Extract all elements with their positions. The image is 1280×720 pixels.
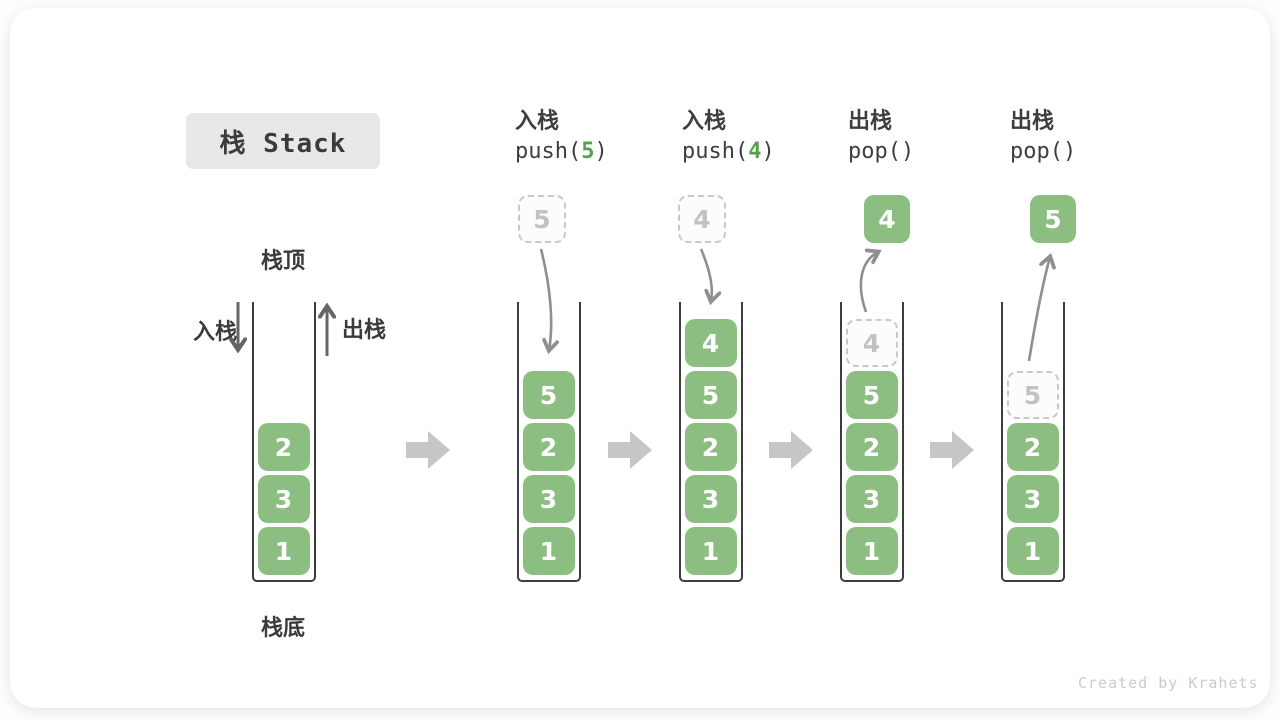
- op-code-code-suffix: ): [761, 139, 775, 164]
- op-code-pop-5: pop(): [1010, 139, 1076, 164]
- op-label-pop-5: 出栈: [1010, 109, 1055, 134]
- diagram-title: 栈 Stack: [186, 113, 380, 169]
- incoming-element: 5: [518, 195, 566, 243]
- stack-cell: 5: [522, 371, 575, 419]
- stack-container-0: [251, 302, 316, 582]
- op-code-code-suffix: ): [1062, 139, 1077, 164]
- stack-top-label: 栈顶: [260, 249, 306, 274]
- op-code-pop-4: pop(): [848, 139, 914, 164]
- stack-cell: 2: [845, 423, 898, 471]
- op-code-push-5: push(5): [515, 139, 608, 164]
- op-code-code-prefix: push(: [515, 139, 582, 164]
- watermark: Created by Krahets: [1078, 674, 1259, 692]
- stack-cell: 1: [684, 527, 737, 575]
- stack-cell: 3: [1006, 475, 1059, 523]
- op-code-code-value: 5: [581, 139, 595, 164]
- stack-cell: 2: [257, 423, 310, 471]
- op-code-code-value: 4: [748, 139, 762, 164]
- op-code-code-suffix: ): [900, 139, 915, 164]
- popped-element: 5: [1030, 195, 1076, 243]
- op-label-pop-4: 出栈: [848, 109, 893, 134]
- stack-cell-ghost: 5: [1006, 371, 1059, 419]
- op-code-code-prefix: pop(: [848, 139, 901, 164]
- push-legend-label: 入栈: [193, 320, 238, 345]
- stack-cell: 3: [257, 475, 310, 523]
- stack-cell: 2: [684, 423, 737, 471]
- op-code-code-prefix: push(: [682, 139, 749, 164]
- op-code-code-suffix: ): [594, 139, 608, 164]
- diagram-title-text: 栈 Stack: [219, 128, 347, 159]
- op-code-code-prefix: pop(: [1010, 139, 1063, 164]
- stack-cell: 2: [1006, 423, 1059, 471]
- stack-cell-ghost: 4: [845, 319, 898, 367]
- stack-cell: 3: [845, 475, 898, 523]
- stack-container-3: [839, 302, 904, 582]
- op-code-push-4: push(4): [682, 139, 775, 164]
- stack-cell: 5: [684, 371, 737, 419]
- stack-cell: 3: [684, 475, 737, 523]
- stack-container-2: [678, 302, 743, 582]
- stack-cell: 3: [522, 475, 575, 523]
- stack-cell: 1: [522, 527, 575, 575]
- stack-cell: 1: [257, 527, 310, 575]
- stack-cell: 1: [845, 527, 898, 575]
- stack-container-4: [1000, 302, 1065, 582]
- pop-legend-label: 出栈: [342, 318, 387, 343]
- incoming-element: 4: [678, 195, 726, 243]
- popped-element: 4: [864, 195, 910, 243]
- stack-cell: 5: [845, 371, 898, 419]
- stack-cell: 4: [684, 319, 737, 367]
- stack-container-1: [516, 302, 581, 582]
- stack-cell: 2: [522, 423, 575, 471]
- stack-cell: 1: [1006, 527, 1059, 575]
- stack-bottom-label: 栈底: [260, 616, 306, 641]
- op-label-push-4: 入栈: [682, 109, 727, 134]
- op-label-push-5: 入栈: [515, 109, 560, 134]
